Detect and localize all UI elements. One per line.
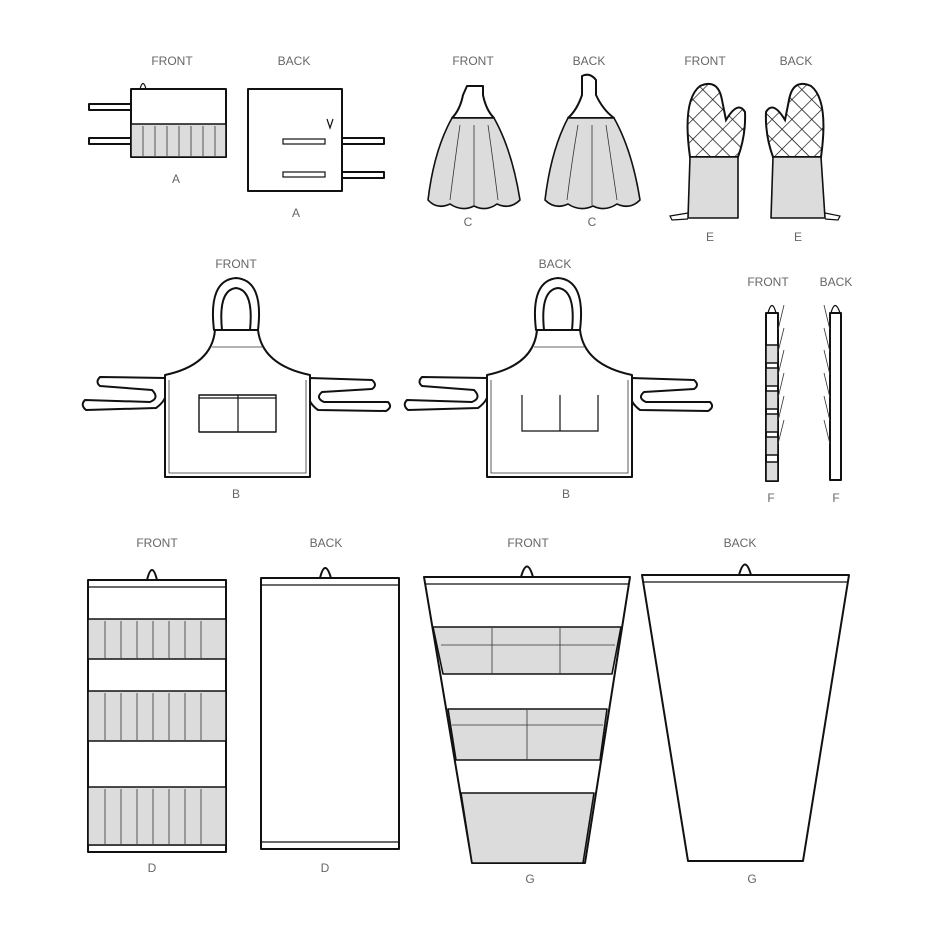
view-letter: A	[292, 206, 300, 220]
view-letter: A	[172, 172, 180, 186]
view-e-back: BACK E	[764, 54, 841, 244]
view-f-back: BACK F	[820, 275, 853, 505]
caption-back: BACK	[573, 54, 606, 68]
caption-back: BACK	[310, 536, 343, 550]
caption-back: BACK	[539, 257, 572, 271]
view-a-front: FRONT A	[88, 54, 227, 186]
view-b-back: BACK B	[403, 257, 714, 501]
view-letter: E	[706, 230, 714, 244]
view-b-front: FRONT B	[81, 257, 392, 501]
view-letter: B	[232, 487, 240, 501]
view-letter: F	[832, 491, 839, 505]
caption-back: BACK	[820, 275, 853, 289]
caption-front: FRONT	[684, 54, 726, 68]
caption-back: BACK	[278, 54, 311, 68]
view-letter: C	[588, 215, 597, 229]
caption-back: BACK	[780, 54, 813, 68]
caption-front: FRONT	[151, 54, 193, 68]
view-letter: D	[321, 861, 330, 875]
view-d-front: FRONT D	[87, 536, 227, 875]
view-g-back: BACK G	[641, 536, 850, 886]
view-g-front: FRONT G	[423, 536, 631, 886]
caption-front: FRONT	[136, 536, 178, 550]
view-letter: D	[148, 861, 157, 875]
caption-front: FRONT	[452, 54, 494, 68]
view-a-back: BACK A	[247, 54, 385, 220]
view-letter: C	[464, 215, 473, 229]
view-f-front: FRONT F	[747, 275, 789, 505]
view-letter: B	[562, 487, 570, 501]
view-d-back: BACK D	[260, 536, 400, 875]
view-c-front: FRONT C	[427, 54, 521, 229]
view-letter: G	[747, 872, 756, 886]
view-letter: G	[525, 872, 534, 886]
view-letter: F	[767, 491, 774, 505]
caption-back: BACK	[724, 536, 757, 550]
view-letter: E	[794, 230, 802, 244]
view-c-back: BACK C	[544, 54, 641, 229]
view-e-front: FRONT E	[669, 54, 747, 244]
caption-front: FRONT	[747, 275, 789, 289]
caption-front: FRONT	[215, 257, 257, 271]
caption-front: FRONT	[507, 536, 549, 550]
